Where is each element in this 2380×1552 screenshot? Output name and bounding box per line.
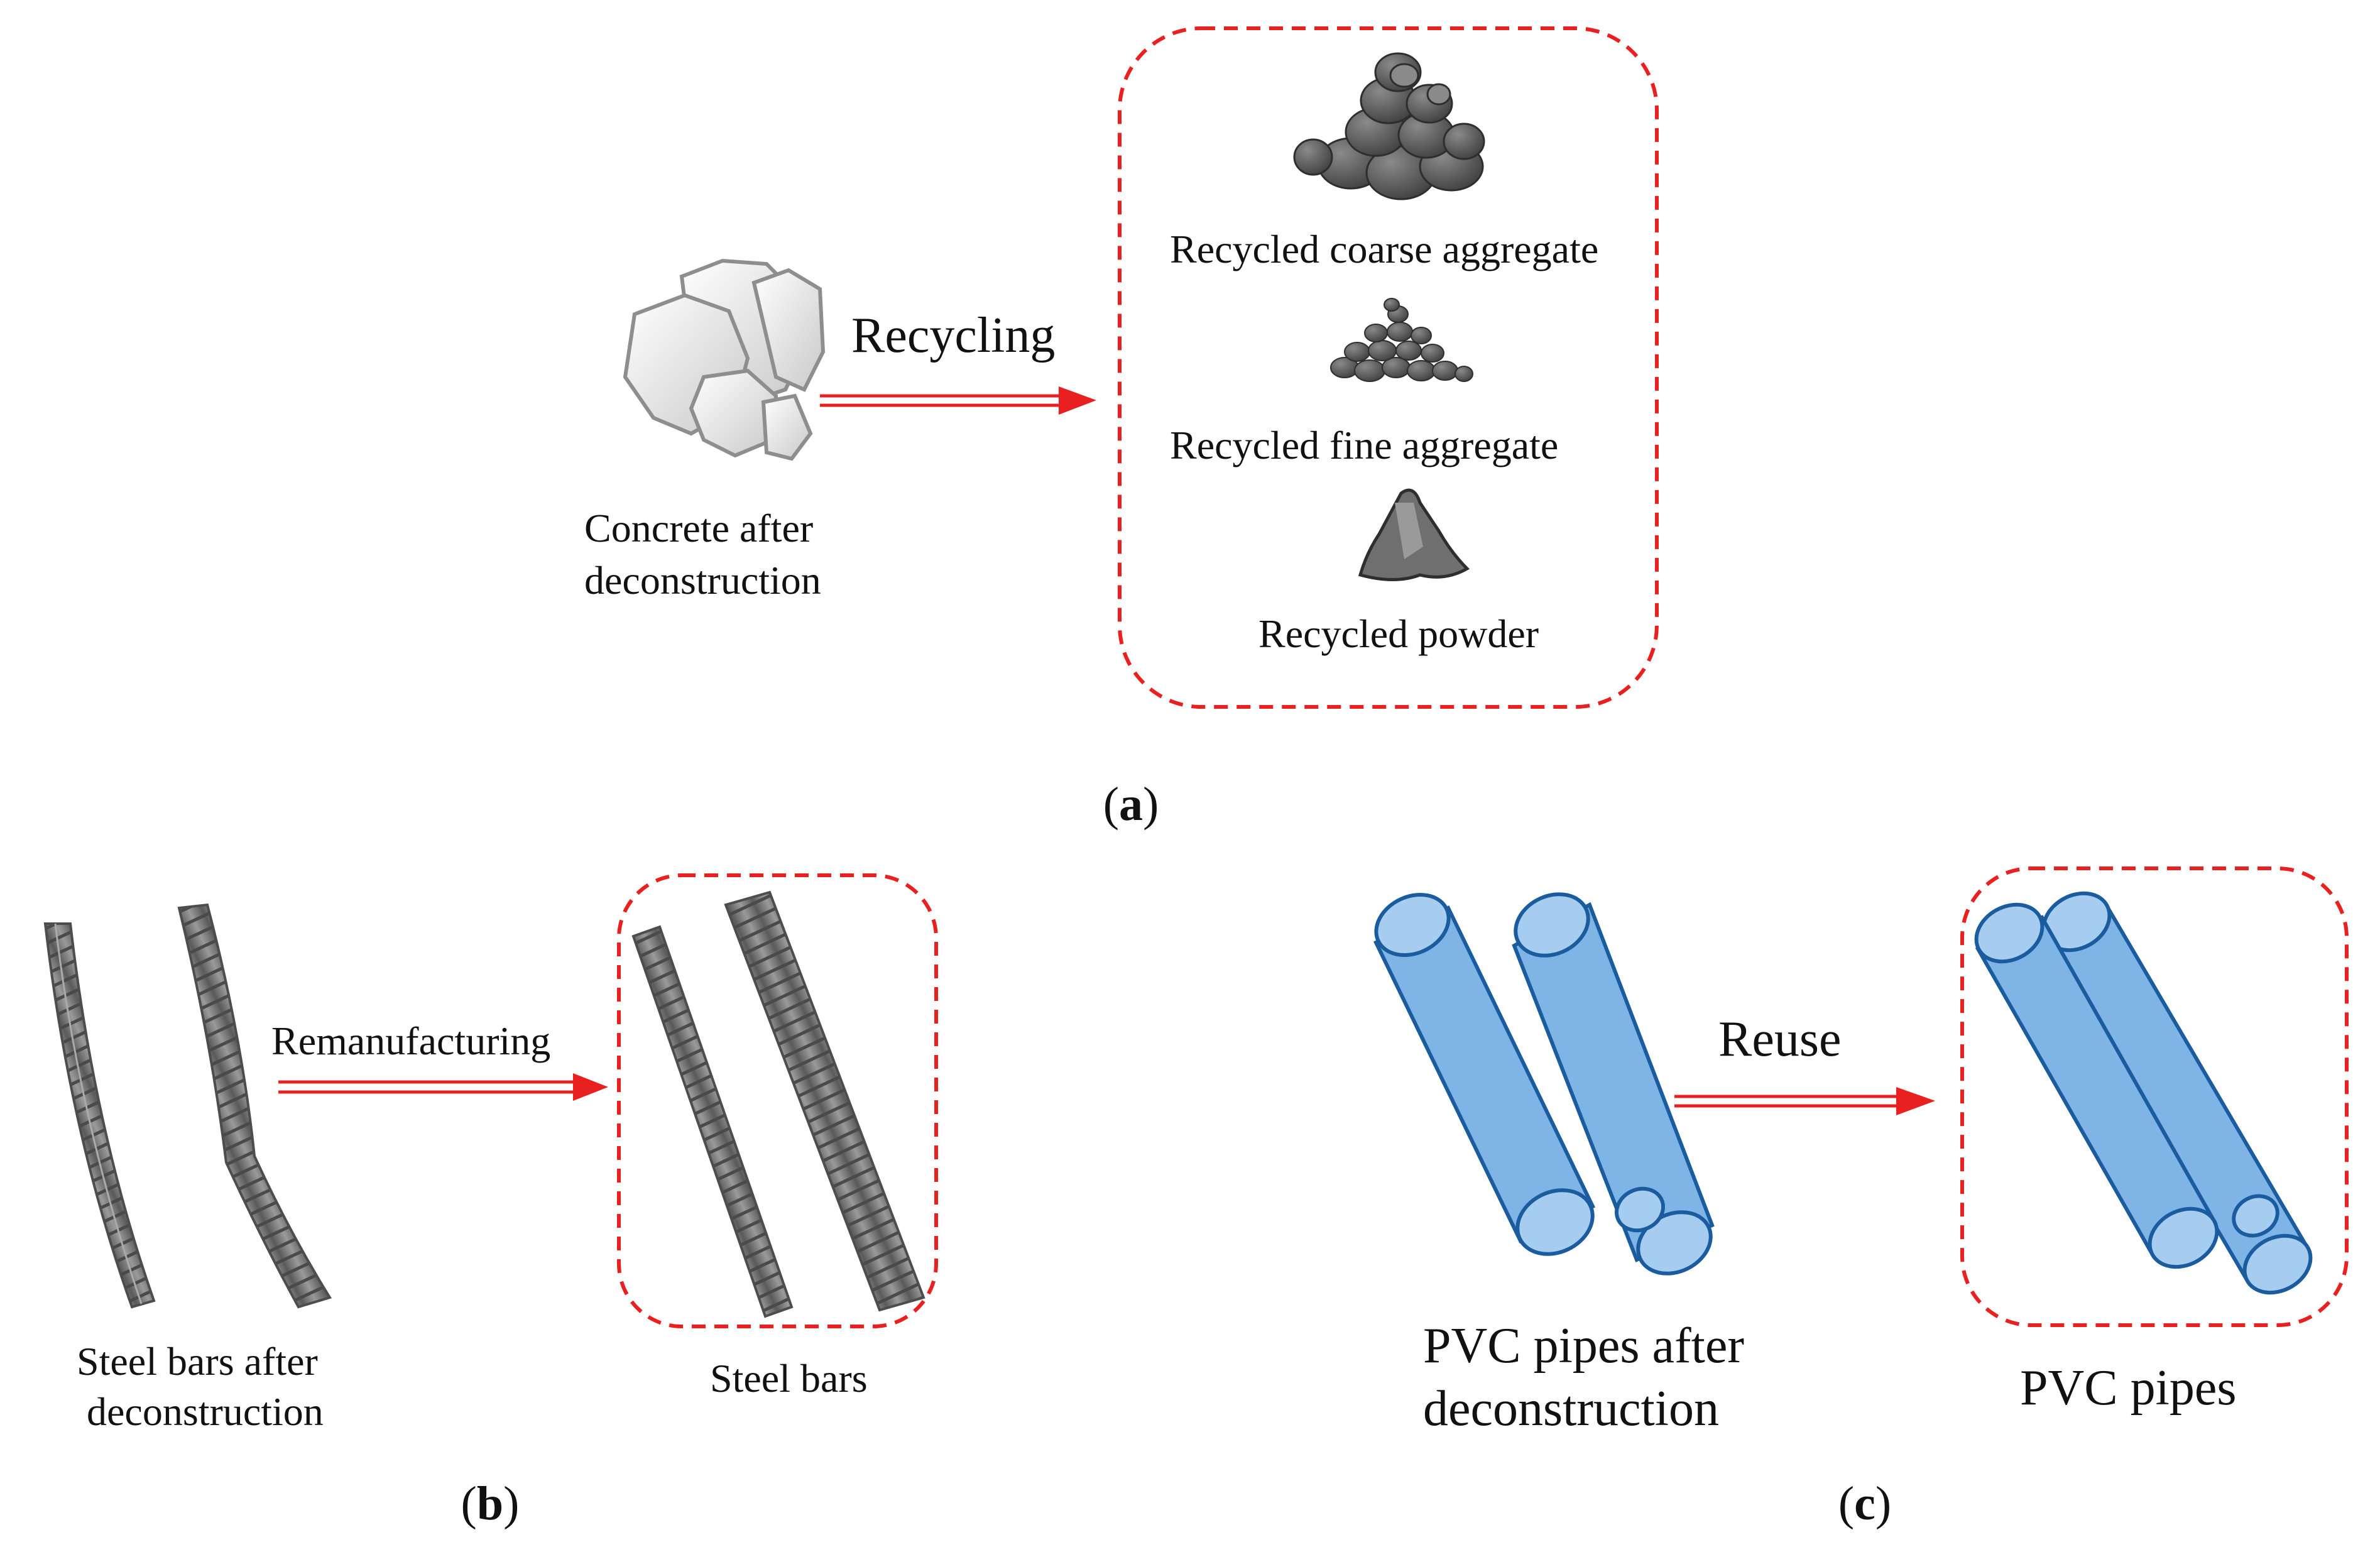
steel-source-label-line2: deconstruction [87,1389,324,1434]
coarse-aggregate-label: Recycled coarse aggregate [1170,227,1598,271]
remanufacturing-label: Remanufacturing [271,1019,550,1063]
pvc-pipe-icon [1615,1186,1665,1233]
panel-c [1373,892,1715,1276]
pvc-pipe-icon [1373,892,1596,1256]
panel-a: Concrete after deconstruction Recycling [584,26,1659,831]
concrete-label-line1: Concrete after [584,506,813,550]
bent-steel-bar-icon [43,922,156,1309]
reuse-label: Reuse [1718,1012,1842,1067]
pvc-source-label-line2: deconstruction [1423,1381,1719,1436]
caption-b: (b) [461,1477,520,1530]
fine-aggregate-label: Recycled fine aggregate [1170,423,1558,467]
bent-steel-bar-icon [177,903,332,1309]
panel-b: Steel bars after deconstruction Remanufa… [43,873,938,1530]
concrete-label-line2: deconstruction [584,558,821,603]
straight-steel-bar-icon [724,890,925,1312]
straight-steel-bar-icon [631,925,794,1318]
fine-aggregate-icon [1330,298,1473,382]
caption-a: (a) [1103,778,1159,831]
pvc-pipes-label: PVC pipes [2020,1360,2237,1416]
panel-c-labels: PVC pipes after deconstruction Reuse [1423,866,2349,1530]
steel-bars-box [617,873,938,1328]
recycling-label: Recycling [851,308,1055,363]
powder-label: Recycled powder [1258,611,1539,656]
concrete-rubble-icon [623,258,826,461]
powder-icon [1358,488,1470,581]
pvc-pipe-icon [2232,1194,2279,1238]
pvc-pipes-box [1960,866,2349,1327]
coarse-aggregate-icon [1293,52,1485,200]
recycled-products-box [1118,26,1659,709]
reuse-arrow [1674,1087,1935,1115]
steel-source-label-line1: Steel bars after [77,1339,318,1384]
steel-bars-label: Steel bars [710,1356,868,1401]
pvc-pipe-icon [1974,902,2219,1269]
recycling-arrow [820,386,1096,415]
pvc-source-label-line1: PVC pipes after [1423,1318,1744,1374]
caption-c: (c) [1838,1477,1891,1530]
remanufacturing-arrow [278,1073,608,1101]
